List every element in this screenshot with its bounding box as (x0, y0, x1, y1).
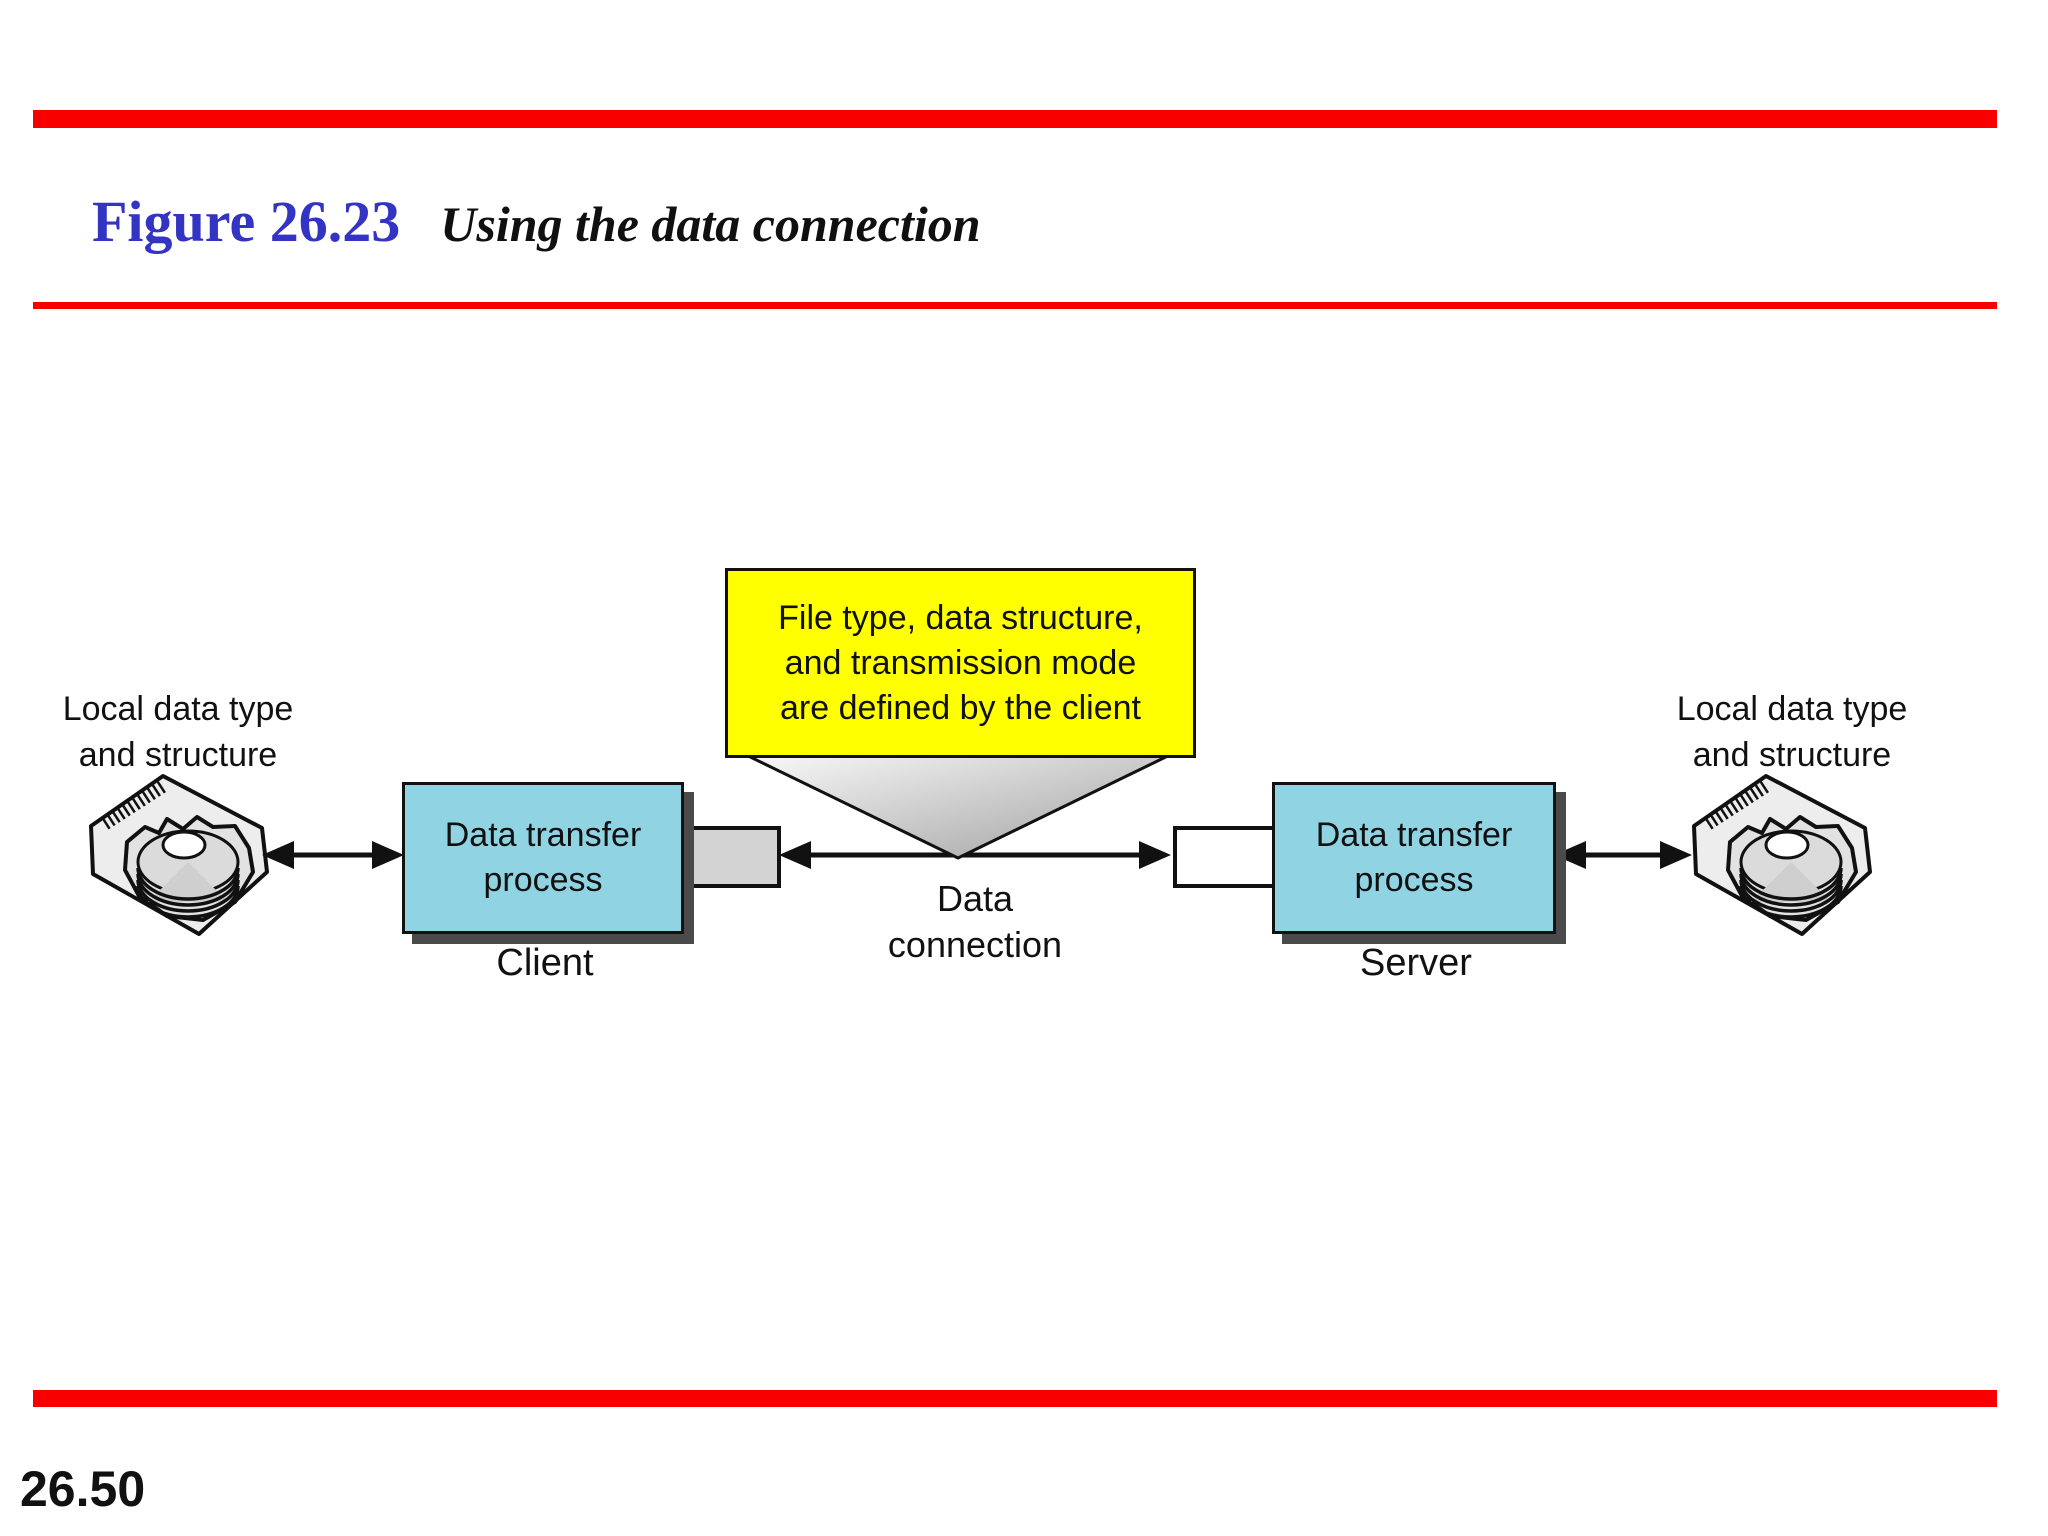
slide-title-row: Figure 26.23 Using the data connection (92, 188, 981, 255)
callout-line: and transmission mode (784, 643, 1137, 682)
server-process-line: Data transfer (1315, 816, 1513, 854)
client-process-line: Data transfer (444, 816, 642, 854)
callout-line: are defined by the client (779, 688, 1142, 727)
data-connection-label-line: connection (887, 924, 1063, 965)
left-storage-label-line: Local data type (62, 690, 294, 728)
title-underline-rule (33, 302, 1997, 309)
disk-stack-icon (1692, 774, 1872, 936)
top-red-bar (33, 110, 1997, 128)
callout-line: File type, data structure, (778, 598, 1143, 637)
right-storage-label: Local data type and structure (1632, 686, 1952, 778)
server-process-box: Data transfer process (1272, 782, 1556, 934)
callout-box: File type, data structure, and transmiss… (725, 568, 1196, 758)
right-storage-label-line: and structure (1692, 736, 1892, 774)
figure-number-label: Figure 26.23 (92, 189, 401, 254)
left-storage-label-line: and structure (78, 736, 278, 774)
right-storage-arrow (1554, 841, 1692, 869)
client-process-line: process (483, 861, 603, 899)
left-storage-label: Local data type and structure (18, 686, 338, 778)
data-connection-arrow (779, 841, 1171, 869)
server-connector-stub (1173, 826, 1281, 888)
callout-pointer-triangle (738, 750, 1178, 860)
bottom-red-bar (33, 1390, 1997, 1407)
left-storage-arrow (262, 841, 404, 869)
figure-title: Using the data connection (440, 196, 981, 252)
page-number: 26.50 (20, 1461, 146, 1517)
disk-stack-icon (89, 774, 269, 936)
right-storage-label-line: Local data type (1676, 690, 1908, 728)
client-caption: Client (496, 942, 594, 984)
data-connection-label: Data connection (815, 876, 1135, 968)
server-caption: Server (1360, 942, 1472, 984)
server-process-line: process (1354, 861, 1474, 899)
client-process-box: Data transfer process (402, 782, 684, 934)
data-connection-label-line: Data (936, 878, 1014, 919)
